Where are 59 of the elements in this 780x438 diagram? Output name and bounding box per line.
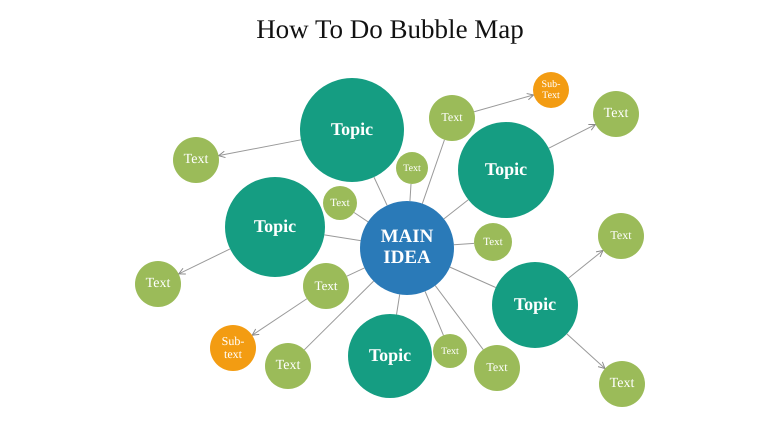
connector-line: [324, 234, 362, 242]
bubble: [265, 343, 311, 389]
arrow: [568, 250, 604, 279]
connector-line: [304, 280, 374, 350]
bubble-label: Text: [441, 346, 459, 356]
bubble-label: Text: [276, 358, 300, 374]
bubble-label: MAIN IDEA: [380, 227, 434, 269]
bubble: [474, 345, 520, 391]
bubble-label: Topic: [514, 295, 556, 315]
bubble-label: Text: [486, 361, 508, 375]
connector-line: [434, 285, 484, 350]
bubble: [303, 263, 349, 309]
connector-line: [409, 183, 412, 202]
bubble: [593, 91, 639, 137]
bubble-label: Sub-Text: [541, 79, 561, 101]
bubble-label: Text: [146, 276, 170, 292]
bubble-label: Topic: [330, 120, 374, 140]
arrow: [566, 333, 606, 370]
bubble-label: Text: [184, 152, 208, 168]
title: How To Do Bubble Map: [255, 14, 525, 45]
bubble: [598, 213, 644, 259]
arrow: [178, 248, 231, 274]
bubble: [474, 223, 512, 261]
bubble-label: Sub-text: [220, 334, 246, 362]
bubble-label: Text: [610, 229, 632, 243]
connector-line: [346, 267, 365, 277]
bubble: [599, 361, 645, 407]
bubble: [323, 186, 357, 220]
connector-line: [373, 176, 388, 206]
bubble: [533, 72, 569, 108]
bubble: [210, 325, 256, 371]
bubble: [433, 334, 467, 368]
connector-line: [422, 139, 445, 204]
bubble-label: Text: [330, 196, 350, 210]
bubble: [173, 137, 219, 183]
bubble: [396, 152, 428, 184]
arrow: [548, 124, 596, 149]
bubble-label: Topic: [484, 160, 528, 180]
arrow: [474, 93, 534, 112]
bubble-label: Text: [483, 236, 503, 248]
bubble-label: Text: [441, 111, 463, 125]
connector-line: [354, 212, 368, 222]
bubble-label: Text: [610, 376, 634, 392]
bubble-label: Topic: [368, 346, 412, 366]
bubble-label: Text: [604, 106, 628, 122]
connector-line: [453, 242, 475, 246]
arrow: [218, 139, 302, 158]
bubble-label: Text: [403, 162, 421, 174]
bubble: [135, 261, 181, 307]
arrow: [252, 298, 308, 336]
bubble: [360, 201, 454, 295]
connector-line: [443, 199, 469, 220]
connector-line: [396, 294, 400, 315]
connector-line: [449, 266, 496, 288]
connector-line: [424, 290, 444, 336]
bubble-label: Text: [314, 278, 338, 294]
bubble-label: Topic: [254, 217, 296, 237]
bubble: [429, 95, 475, 141]
bubble: [492, 262, 578, 348]
